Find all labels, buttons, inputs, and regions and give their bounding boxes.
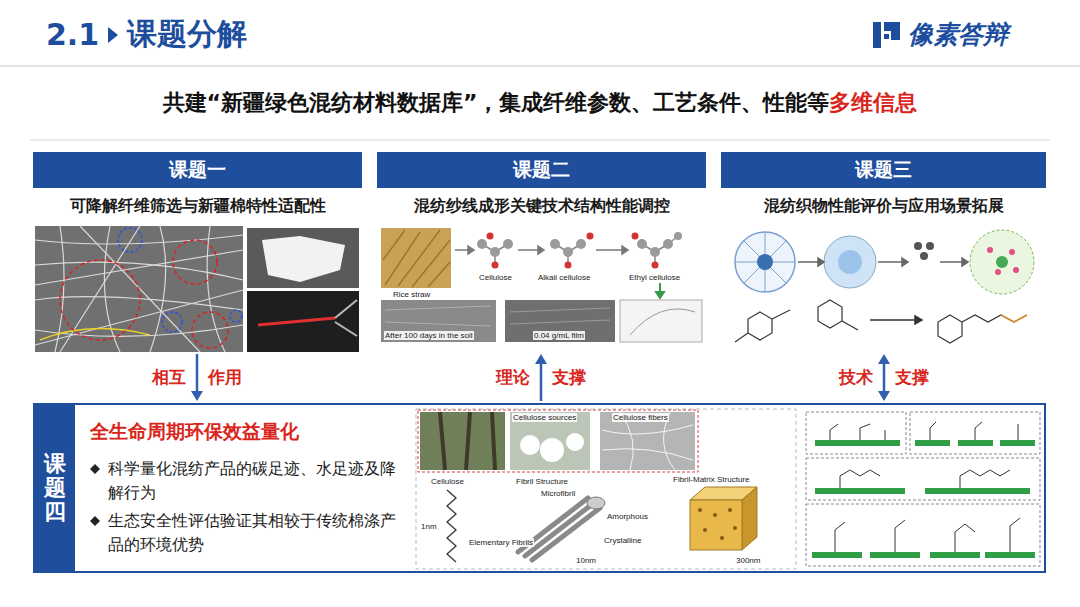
connector-line: [196, 354, 199, 392]
figure-label: 0.04 g/mL film: [533, 331, 585, 340]
column-picture-area: [721, 225, 1046, 352]
title-triangle: [107, 26, 119, 44]
bullet-list: 科学量化混纺产品的碳足迹、水足迹及降解行为生态安全性评估验证其相较于传统棉涤产品…: [90, 457, 412, 561]
label-box: Cellulose sources: [512, 413, 577, 422]
connector-line: [540, 363, 543, 401]
arrow-head: [878, 354, 890, 364]
column-subtitle: 混纺纱线成形关键技术结构性能调控: [377, 188, 706, 225]
label-box: Alkali cellulose: [537, 273, 591, 282]
bullet-text: 生态安全性评估验证其相较于传统棉涤产品的环境优势: [108, 509, 408, 557]
column-subtitle: 可降解纤维筛选与新疆棉特性适配性: [33, 188, 362, 225]
panel-heading-box: 全生命周期环保效益量化: [90, 419, 299, 445]
section-number: 2.1: [46, 17, 99, 52]
arrow-head: [878, 391, 890, 401]
topic-column: 课题二混纺纱线成形关键技术结构性能调控: [377, 152, 706, 352]
vertical-title: 课题四: [44, 452, 66, 525]
column-header: 课题二: [377, 152, 706, 188]
bullet-row: 生态安全性评估验证其相较于传统棉涤产品的环境优势: [90, 509, 412, 557]
figure-label: 1nm: [420, 522, 438, 531]
column-title: 课题二: [513, 157, 570, 183]
arrow-head: [191, 391, 203, 401]
topic-panel: 课题四 全生命周期环保效益量化科学量化混纺产品的碳足迹、水足迹及降解行为生态安全性…: [33, 403, 1046, 573]
label-box: 1nm: [420, 522, 438, 531]
bullet-diamond: [90, 516, 100, 526]
edge-label: 理论: [494, 366, 532, 389]
column-topic: 混纺纱线成形关键技术结构性能调控: [414, 196, 670, 217]
column-topic: 可降解纤维筛选与新疆棉特性适配性: [70, 196, 326, 217]
topic-column: 课题三混纺织物性能评价与应用场景拓展: [721, 152, 1046, 352]
edge-label: 相互: [150, 366, 188, 389]
bullet-row: 科学量化混纺产品的碳足迹、水足迹及降解行为: [90, 457, 412, 505]
edge-note: 作用: [206, 366, 244, 389]
edge-note-box: 支撑: [550, 366, 588, 389]
figure-label: Cellulose sources: [512, 413, 577, 422]
label-box: Ethyl cellulose: [628, 273, 681, 282]
figure-label: Alkali cellulose: [537, 273, 591, 282]
figure-label: Elementary Fibrils: [468, 538, 534, 547]
panel-heading: 全生命周期环保效益量化: [90, 419, 299, 445]
figure-label: 300nm: [735, 556, 761, 565]
label-box: 10nm: [575, 556, 597, 565]
subtitle-row: 共建“新疆绿色混纺材料数据库”，集成纤维参数、工艺条件、性能等多维信息: [0, 88, 1080, 118]
figure-label: Fibril Structure: [515, 477, 569, 486]
topic-column: 课题一可降解纤维筛选与新疆棉特性适配性: [33, 152, 362, 352]
edge-note-box: 支撑: [893, 366, 931, 389]
column-title: 课题三: [855, 157, 912, 183]
connector-line: [883, 363, 886, 392]
subtitle: 共建“新疆绿色混纺材料数据库”，集成纤维参数、工艺条件、性能等: [163, 88, 830, 118]
logo: 像素答辩: [872, 18, 1008, 51]
side-band: 课题四: [35, 405, 75, 571]
figure-label: Cellulose fibers: [612, 413, 669, 422]
figure-label: After 100 days in the soil: [384, 331, 474, 340]
figure-label: Microfibril: [540, 489, 576, 498]
edge-note: 支撑: [550, 366, 588, 389]
column-subtitle: 混纺织物性能评价与应用场景拓展: [721, 188, 1046, 225]
edge-note-box: 作用: [206, 366, 244, 389]
column-picture-area: [377, 225, 706, 352]
logo-icon: [872, 20, 902, 50]
edge-label-box: 相互: [150, 366, 188, 389]
bullet-diamond: [90, 464, 100, 474]
edge-label-box: 理论: [494, 366, 532, 389]
label-box: Crystalline: [603, 536, 642, 545]
label-box: Rice straw: [392, 290, 431, 299]
column-picture-area: [33, 225, 362, 352]
label-box: 300nm: [735, 556, 761, 565]
logo-text: 像素答辩: [908, 18, 1008, 51]
column-title: 课题一: [169, 157, 226, 183]
figure-label: Fibril-Matrix Structure: [672, 475, 750, 484]
label-box: Fibril Structure: [515, 477, 569, 486]
label-box: Elementary Fibrils: [468, 538, 534, 547]
title-row: 2.1 课题分解: [46, 14, 247, 55]
label-box: Fibril-Matrix Structure: [672, 475, 750, 484]
connector: [878, 354, 890, 401]
label-box: Microfibril: [540, 489, 576, 498]
column-header: 课题一: [33, 152, 362, 188]
edge-label: 技术: [837, 366, 875, 389]
edge-label-box: 技术: [837, 366, 875, 389]
figure-label: Rice straw: [392, 290, 431, 299]
figure-label: 10nm: [575, 556, 597, 565]
subtitle-highlight: 多维信息: [829, 88, 917, 118]
connector: [535, 354, 547, 401]
connector: [191, 354, 203, 401]
figure-label: Cellulose: [430, 477, 465, 486]
label-box: After 100 days in the soil: [384, 331, 474, 340]
figure-label: Ethyl cellulose: [628, 273, 681, 282]
column-topic: 混纺织物性能评价与应用场景拓展: [764, 196, 1004, 217]
figure-label: Crystalline: [603, 536, 642, 545]
slide-title: 课题分解: [127, 14, 247, 55]
bullet-text: 科学量化混纺产品的碳足迹、水足迹及降解行为: [108, 457, 408, 505]
arrow-head: [535, 354, 547, 364]
label-box: Amorphous: [606, 512, 649, 521]
column-header: 课题三: [721, 152, 1046, 188]
figure-label: Amorphous: [606, 512, 649, 521]
edge-note: 支撑: [893, 366, 931, 389]
label-box: Cellulose fibers: [612, 413, 669, 422]
label-box: Cellulose: [430, 477, 465, 486]
label-box: Cellulose: [478, 273, 513, 282]
figure-label: Cellulose: [478, 273, 513, 282]
label-box: 0.04 g/mL film: [533, 331, 585, 340]
